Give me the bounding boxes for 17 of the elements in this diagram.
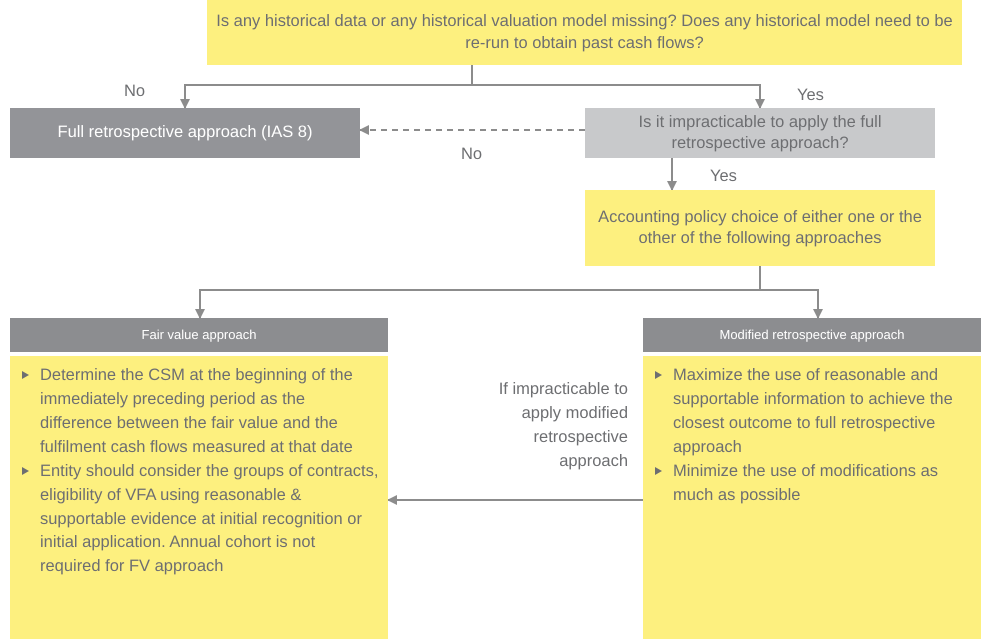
decision-box: Is any historical data or any historical valuation model missing? Does any historical model need to be re-run to obtain past cash flows? bbox=[207, 0, 962, 65]
outcome-box: Full retrospective approach (IAS 8) bbox=[10, 108, 360, 158]
bullet-item: Maximize the use of reasonable and supportable information to achieve the closest outcome to full retrospective approach bbox=[651, 364, 973, 460]
bullet-panel bbox=[643, 356, 981, 639]
arrow bbox=[359, 125, 585, 135]
arrow bbox=[759, 266, 823, 319]
arrow bbox=[667, 158, 677, 191]
bullet-panel bbox=[10, 356, 388, 639]
arrow bbox=[471, 65, 765, 109]
header-bar: Fair value approach bbox=[10, 318, 388, 352]
bullet-item: Determine the CSM at the beginning of the immediately preceding period as the difference between the fair value and the fulfilment cash flows measured at that date bbox=[18, 364, 380, 460]
bullet-item: Entity should consider the groups of contracts, eligibility of VFA using reasonable & supportable evidence at initial recognition or initial application. Annual cohort is not required for FV approach bbox=[18, 460, 380, 580]
decision-box: Is it impracticable to apply the full retrospective approach? bbox=[585, 108, 935, 158]
header-bar: Modified retrospective approach bbox=[643, 318, 981, 352]
bullet-item: Minimize the use of modifications as much as possible bbox=[651, 460, 973, 508]
process-box: Accounting policy choice of either one or the other of the following approaches bbox=[585, 190, 935, 266]
arrow bbox=[387, 495, 643, 505]
